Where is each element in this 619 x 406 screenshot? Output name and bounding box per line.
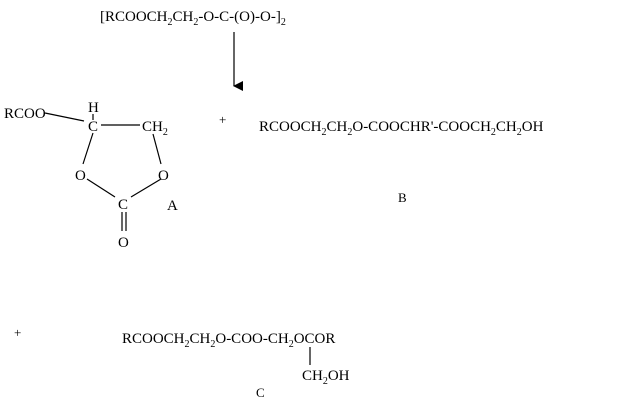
formula-subscript: 2 xyxy=(517,127,522,138)
plus-sign-2: + xyxy=(14,325,21,340)
formula-subscript: 2 xyxy=(289,339,294,350)
ring-substituent: RCOO xyxy=(4,106,46,122)
label-c: C xyxy=(256,385,265,400)
formula-subscript: 2 xyxy=(185,339,190,350)
ring-ch2: CH2 xyxy=(142,119,168,138)
product-c-formula: RCOOCH2CH2O-COO-CH2OCOR xyxy=(122,331,335,350)
formula-text: CH xyxy=(190,331,211,347)
ring-carbonyl-oxygen: O xyxy=(118,235,129,251)
formula-text: CH xyxy=(496,119,517,135)
formula-text: O-COO-CH xyxy=(215,331,288,347)
ring-bond-o-left-c xyxy=(86,178,116,198)
formula-text: CH xyxy=(173,9,194,25)
formula-text: [RCOOCH xyxy=(100,9,168,25)
ring-bond-o-right-c xyxy=(130,178,162,198)
formula-subscript: 2 xyxy=(210,339,215,350)
ring-ch-hydrogen: H xyxy=(88,100,99,116)
formula-text: -O-C-(O)-O-] xyxy=(198,9,280,25)
formula-text: RCOOCH xyxy=(122,331,185,347)
label-a: A xyxy=(167,198,178,214)
formula-subscript: 2 xyxy=(193,17,198,28)
formula-text: OH xyxy=(328,368,350,384)
formula-text: O-COOCHR'-COOCH xyxy=(352,119,491,135)
substituent-bond xyxy=(44,112,85,122)
formula-text: OCOR xyxy=(294,331,336,347)
cyclic-carbonate-a: RCOO H C CH2 O O C O A xyxy=(4,100,178,251)
formula-subscript: 2 xyxy=(168,17,173,28)
product-c-branch: CH2OH xyxy=(302,368,350,387)
formula-subscript: 2 xyxy=(491,127,496,138)
reactant-formula: [RCOOCH2CH2-O-C-(O)-O-]2 xyxy=(100,9,286,28)
formula-text: CH xyxy=(302,368,323,384)
label-b: B xyxy=(398,190,407,205)
ring-bond-ch2-o-right xyxy=(152,133,162,165)
ring-oxygen-right: O xyxy=(158,168,169,184)
ring-carbonyl-carbon: C xyxy=(118,197,128,213)
ring-ch-carbon: C xyxy=(88,119,98,135)
ring-bond-c-o-left xyxy=(82,132,94,165)
plus-sign-1: + xyxy=(219,112,226,127)
formula-subscript: 2 xyxy=(281,17,286,28)
formula-subscript: 2 xyxy=(347,127,352,138)
ring-oxygen-left: O xyxy=(75,168,86,184)
formula-subscript: 2 xyxy=(323,376,328,387)
formula-subscript: 2 xyxy=(322,127,327,138)
formula-text: OH xyxy=(522,119,544,135)
product-b-formula: RCOOCH2CH2O-COOCHR'-COOCH2CH2OH xyxy=(259,119,544,138)
formula-text: RCOOCH xyxy=(259,119,322,135)
formula-text: CH xyxy=(327,119,348,135)
